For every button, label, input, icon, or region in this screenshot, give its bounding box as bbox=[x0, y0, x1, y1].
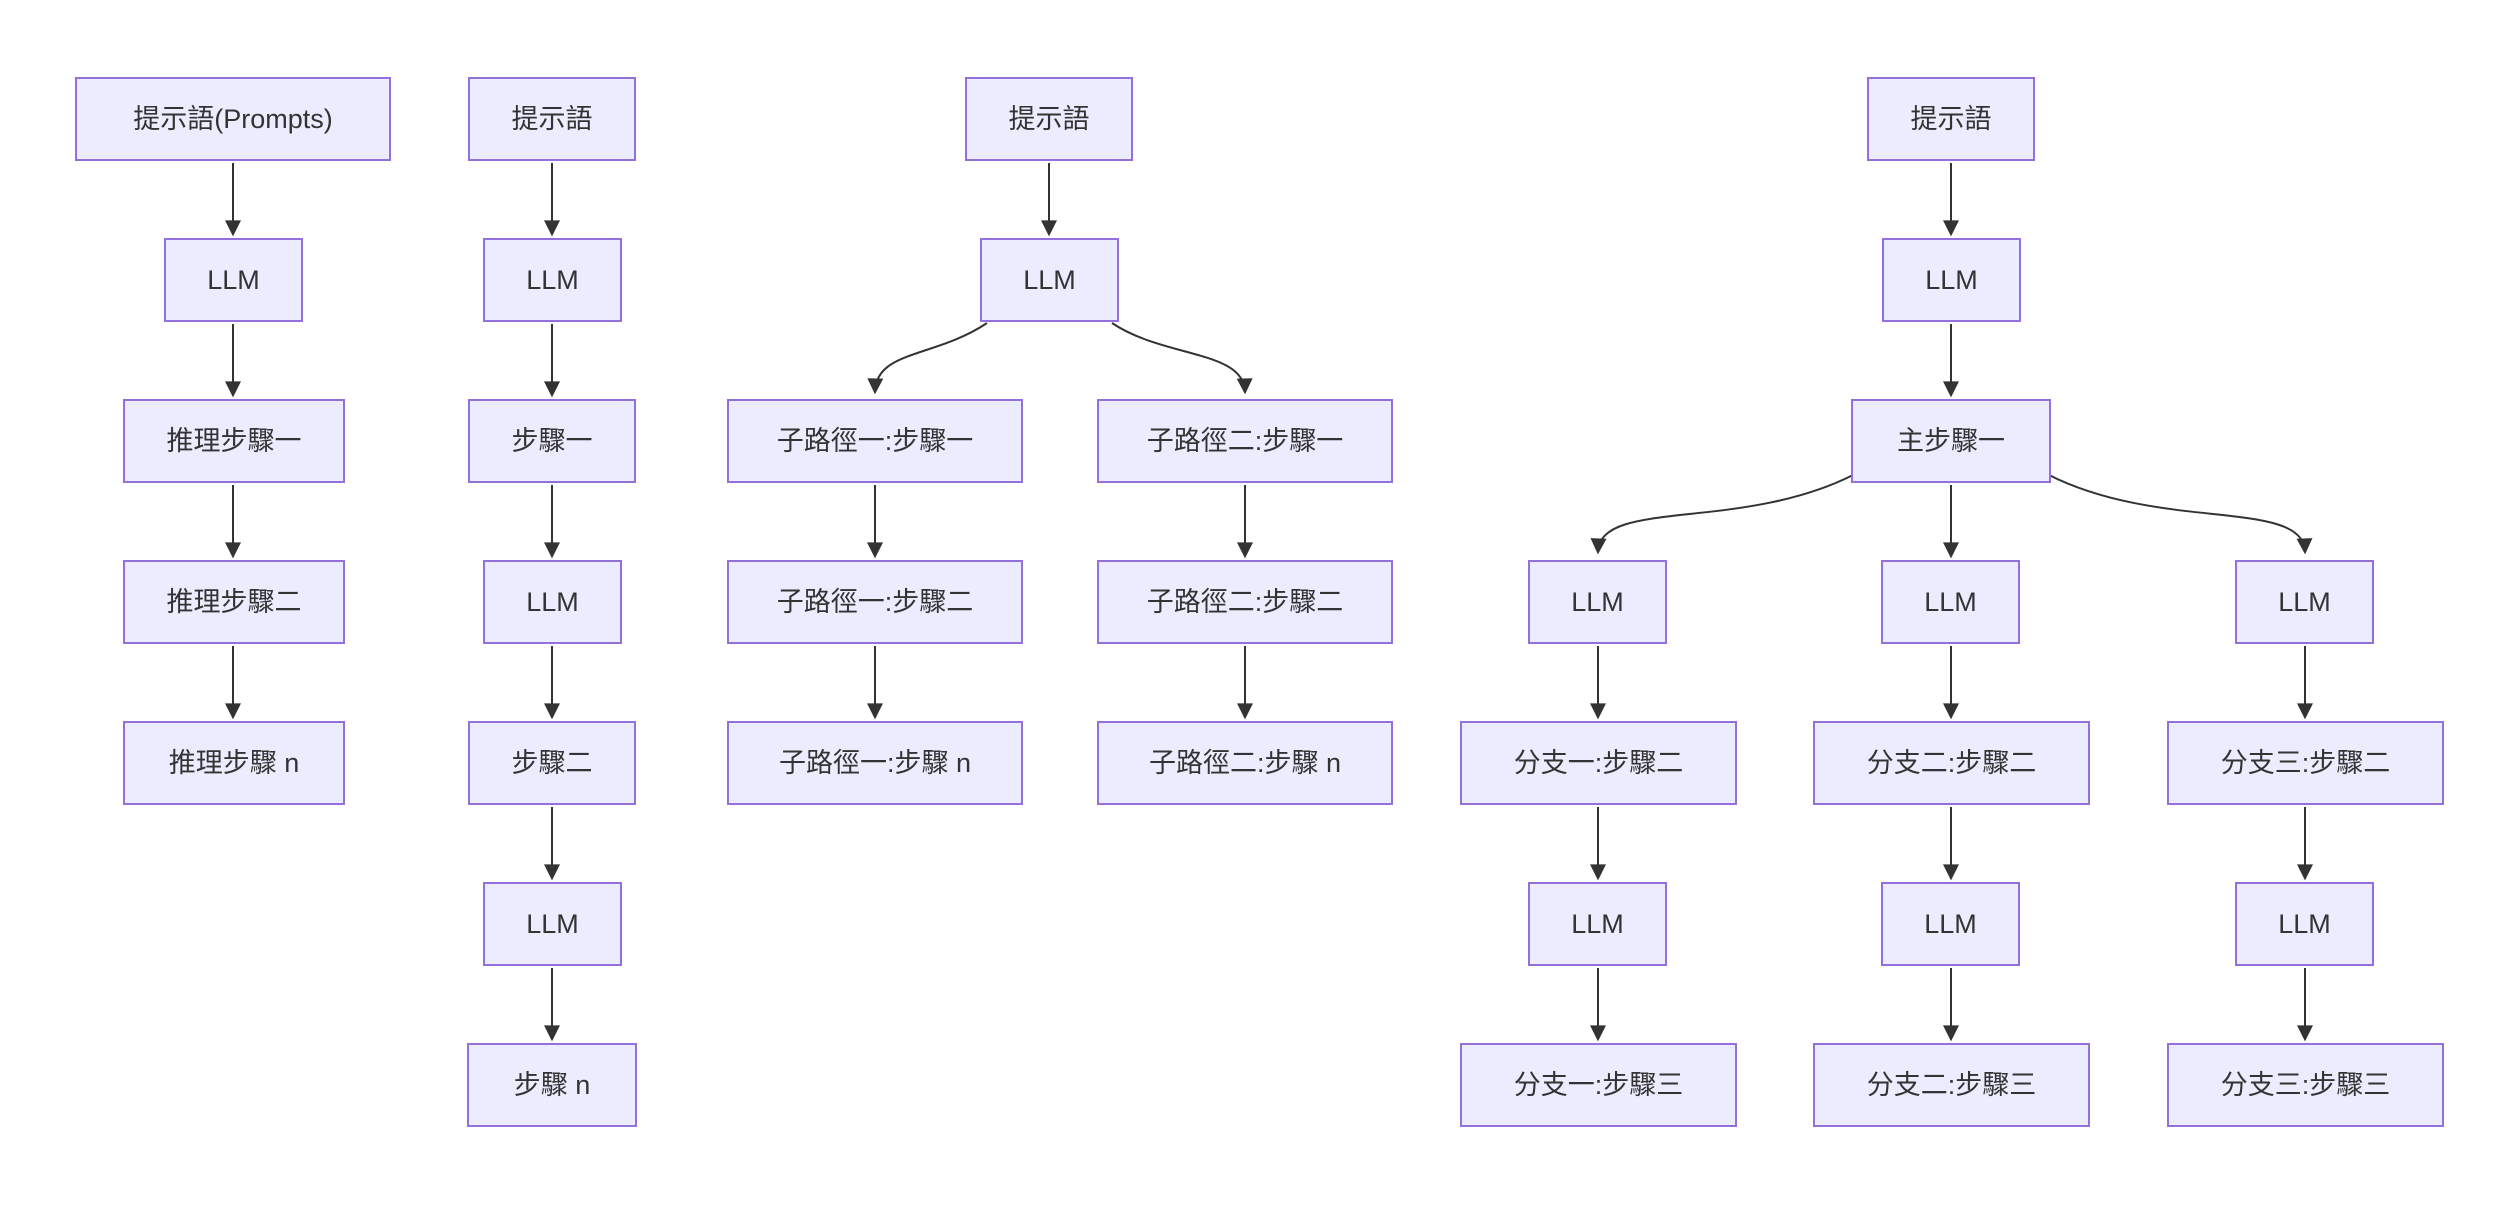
node-f3-b2: 子路徑二:步驟二 bbox=[1097, 560, 1393, 644]
node-f4-b2-llm2: LLM bbox=[1881, 882, 2020, 966]
node-f4-b3-llm2: LLM bbox=[2235, 882, 2374, 966]
node-f3-llm: LLM bbox=[980, 238, 1119, 322]
node-f4-b2-step2: 分支二:步驟二 bbox=[1813, 721, 2090, 805]
node-f3-an: 子路徑一:步驟 n bbox=[727, 721, 1023, 805]
node-f4-b3-llm1: LLM bbox=[2235, 560, 2374, 644]
node-f4-b1-step2: 分支一:步驟二 bbox=[1460, 721, 1737, 805]
node-f1-step1: 推理步驟一 bbox=[123, 399, 345, 483]
node-f3-prompt: 提示語 bbox=[965, 77, 1133, 161]
node-f2-llm3: LLM bbox=[483, 882, 622, 966]
node-f3-a2: 子路徑一:步驟二 bbox=[727, 560, 1023, 644]
node-f2-llm1: LLM bbox=[483, 238, 622, 322]
node-f4-b1-llm1: LLM bbox=[1528, 560, 1667, 644]
node-f2-step1: 步驟一 bbox=[468, 399, 636, 483]
node-f2-stepn: 步驟 n bbox=[467, 1043, 637, 1127]
edge-f3-llm-b1 bbox=[1111, 322, 1253, 395]
edge-f3-llm-a1 bbox=[867, 322, 988, 395]
node-f3-bn: 子路徑二:步驟 n bbox=[1097, 721, 1393, 805]
node-f1-step2: 推理步驟二 bbox=[123, 560, 345, 644]
node-f4-llm: LLM bbox=[1882, 238, 2021, 322]
node-f1-prompt: 提示語(Prompts) bbox=[75, 77, 391, 161]
node-f4-b2-llm1: LLM bbox=[1881, 560, 2020, 644]
node-f4-main1: 主步驟一 bbox=[1851, 399, 2051, 483]
node-f3-a1: 子路徑一:步驟一 bbox=[727, 399, 1023, 483]
node-f4-b1-llm2: LLM bbox=[1528, 882, 1667, 966]
edge-f4-main1-b3llm1 bbox=[2048, 474, 2313, 555]
node-f4-b1-step3: 分支一:步驟三 bbox=[1460, 1043, 1737, 1127]
node-f1-llm: LLM bbox=[164, 238, 303, 322]
node-f4-b3-step3: 分支三:步驟三 bbox=[2167, 1043, 2444, 1127]
node-f2-step2: 步驟二 bbox=[468, 721, 636, 805]
edge-f4-main1-b1llm1 bbox=[1590, 474, 1854, 555]
node-f2-llm2: LLM bbox=[483, 560, 622, 644]
node-f3-b1: 子路徑二:步驟一 bbox=[1097, 399, 1393, 483]
node-f1-stepn: 推理步驟 n bbox=[123, 721, 345, 805]
node-f2-prompt: 提示語 bbox=[468, 77, 636, 161]
node-f4-b3-step2: 分支三:步驟二 bbox=[2167, 721, 2444, 805]
node-f4-prompt: 提示語 bbox=[1867, 77, 2035, 161]
node-f4-b2-step3: 分支二:步驟三 bbox=[1813, 1043, 2090, 1127]
